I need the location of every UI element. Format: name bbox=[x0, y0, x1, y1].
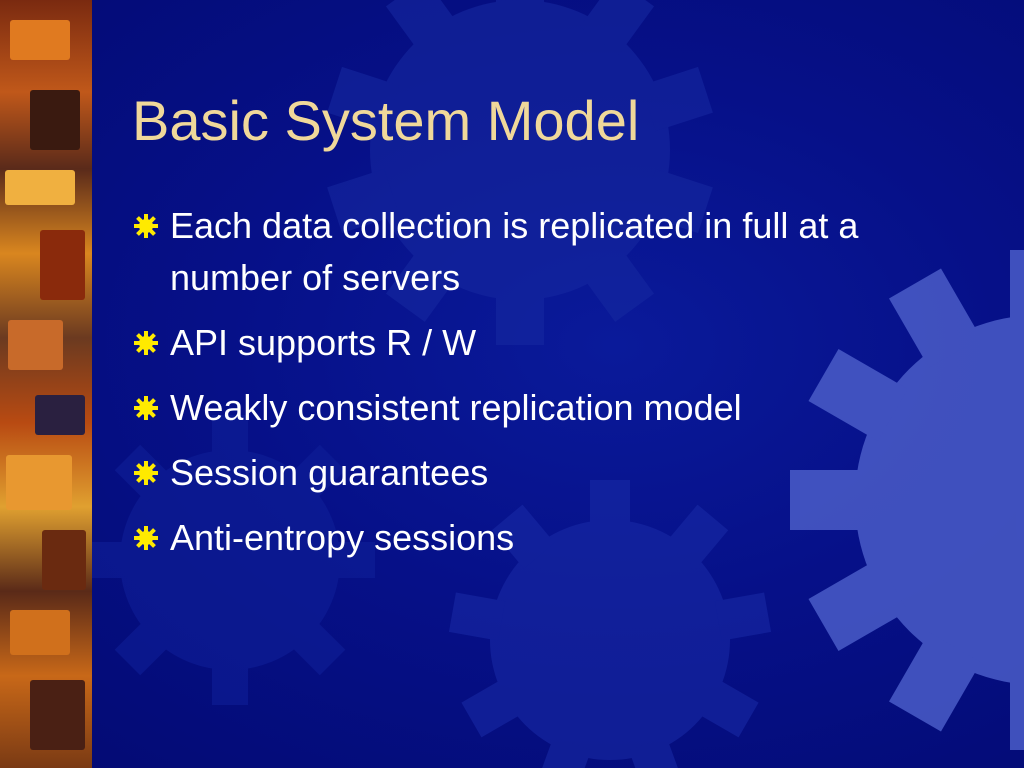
bullet-text: API supports R / W bbox=[170, 322, 477, 363]
gear-bullet-icon bbox=[134, 526, 158, 550]
gear-icon bbox=[85, 415, 375, 705]
bullet-text: Session guarantees bbox=[170, 452, 489, 493]
bullet-list: Each data collection is replicated in fu… bbox=[132, 200, 982, 577]
gear-bullet-icon bbox=[134, 214, 158, 238]
gear-bullet-icon bbox=[134, 396, 158, 420]
gear-icon bbox=[448, 480, 772, 768]
bullet-text: Weakly consistent replication model bbox=[170, 387, 742, 428]
decorative-side-strip bbox=[0, 0, 92, 768]
bullet-item: Weakly consistent replication model bbox=[132, 382, 982, 434]
gear-bullet-icon bbox=[134, 331, 158, 355]
slide-title: Basic System Model bbox=[132, 89, 640, 152]
gear-icon bbox=[790, 250, 1024, 750]
bullet-item: API supports R / W bbox=[132, 317, 982, 369]
bullet-text: Each data collection is replicated in fu… bbox=[170, 205, 859, 298]
bullet-item: Session guarantees bbox=[132, 447, 982, 499]
gear-icon bbox=[327, 0, 713, 345]
bullet-item: Anti-entropy sessions bbox=[132, 512, 982, 564]
bullet-item: Each data collection is replicated in fu… bbox=[132, 200, 982, 304]
gear-bullet-icon bbox=[134, 461, 158, 485]
bullet-text: Anti-entropy sessions bbox=[170, 517, 515, 558]
